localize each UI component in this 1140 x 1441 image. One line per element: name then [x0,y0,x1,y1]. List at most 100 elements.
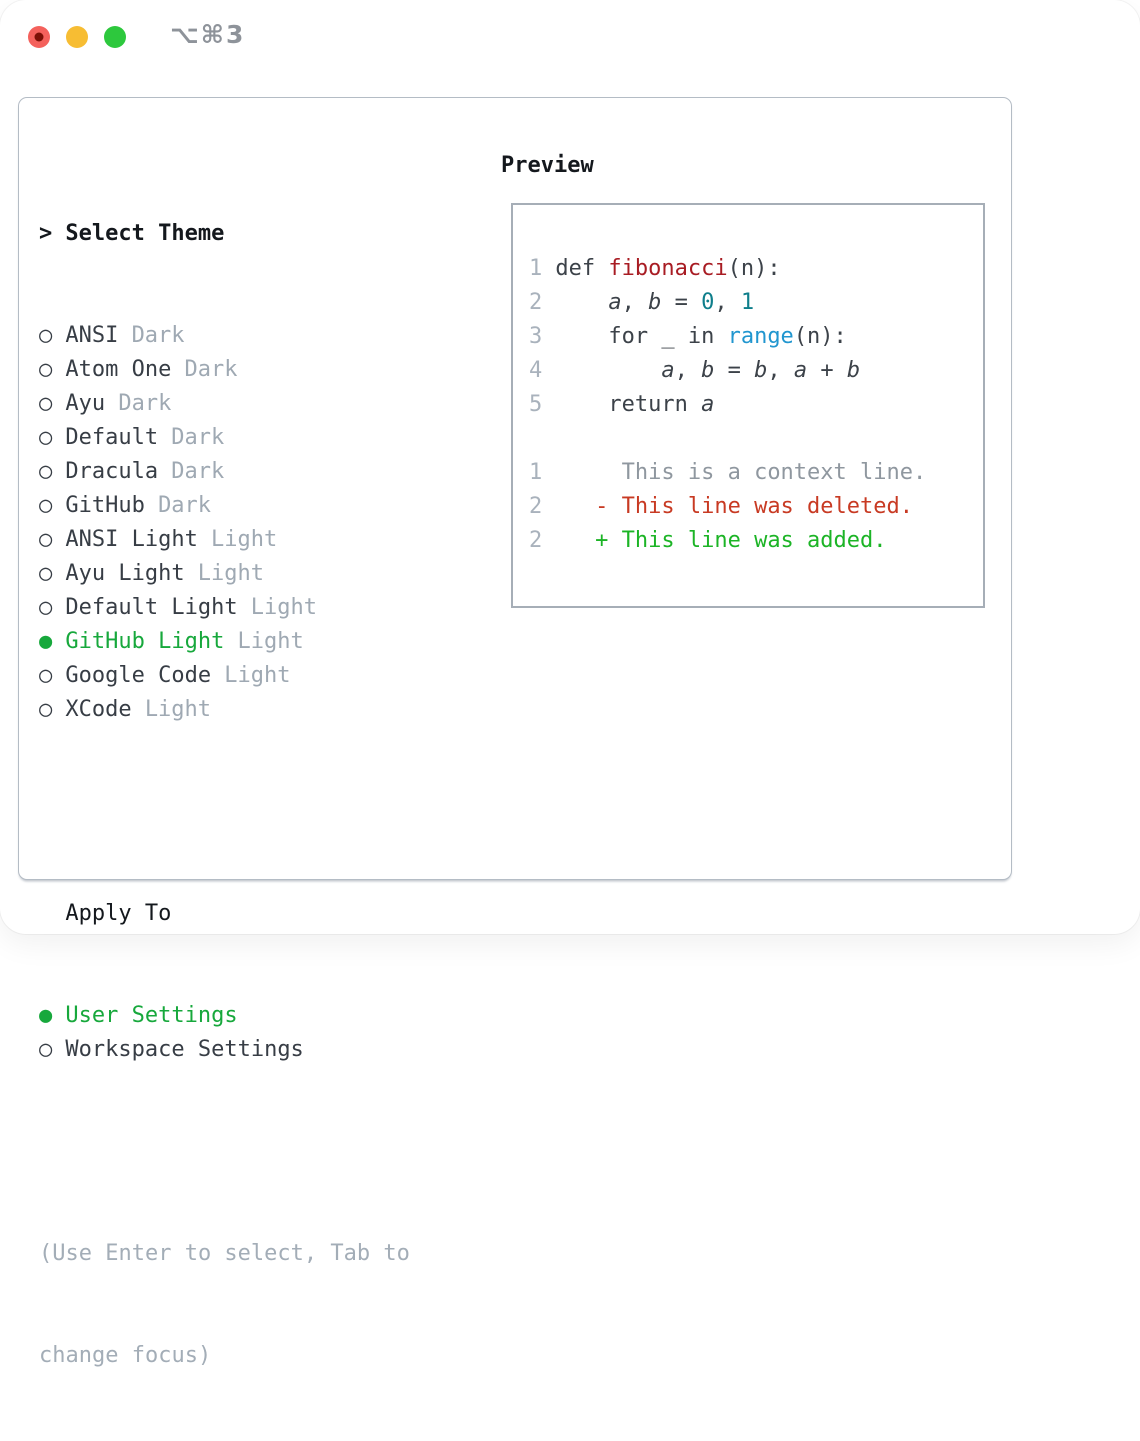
hint-line-1: (Use Enter to select, Tab to [39,1241,410,1266]
titlebar: ⌥⌘3 [0,0,1140,75]
radio-unselected-icon: ○ [39,595,53,620]
code-token: , [674,358,702,383]
radio-unselected-icon: ○ [39,663,53,688]
blank-line [529,422,983,456]
theme-variant-tag: Light [144,697,212,722]
apply-option-workspace-settings[interactable]: ○Workspace Settings [39,1033,410,1067]
code-token: b [754,358,768,383]
spacer [39,1135,410,1169]
code-line: 1 This is a context line. [529,456,983,490]
line-number: 2 [529,494,543,519]
radio-selected-icon: ● [39,629,53,654]
theme-name: Atom One [65,357,172,382]
radio-unselected-icon: ○ [39,527,53,552]
theme-name: Default [65,425,159,450]
theme-name: ANSI Light [65,527,198,552]
code-line: 2 + This line was added. [529,524,983,558]
radio-unselected-icon: ○ [39,391,53,416]
apply-option-user-settings[interactable]: ● User Settings [39,999,410,1033]
radio-unselected-icon: ○ [39,357,53,382]
code-token: b [846,358,861,383]
theme-option-xcode[interactable]: ○ XCode Light [39,693,410,727]
theme-name: GitHub [65,493,145,518]
theme-option-github-light[interactable]: ● GitHub Light Light [39,625,410,659]
close-button-dot [34,32,44,42]
theme-variant-tag: Dark [184,357,238,382]
line-number: 5 [529,392,543,417]
line-number: 4 [529,358,543,383]
theme-name: Google Code [65,663,212,688]
theme-name: Dracula [65,459,159,484]
window-shortcut-label: ⌥⌘3 [170,20,246,49]
code-token: fibonacci [608,256,728,281]
radio-unselected-icon: ○ [39,425,53,450]
theme-variant-tag: Light [211,527,278,552]
radio-unselected-icon: ○ [39,493,53,518]
theme-variant-tag: Dark [171,459,225,484]
theme-name: Ayu Light [65,561,185,586]
code-token: = [661,290,702,315]
code-line: 2 a, b = 0, 1 [529,286,983,320]
theme-option-ansi-light[interactable]: ○ ANSI Light Light [39,523,410,557]
radio-unselected-icon: ○ [39,697,53,722]
line-number: 1 [529,460,543,485]
code-token: (n): [793,324,847,349]
apply-option-name: Workspace Settings [65,1037,304,1062]
code-token: - This line was deleted. [555,494,914,519]
line-number: 2 [529,528,543,553]
code-token [555,358,661,383]
code-token: 0 [701,290,715,315]
hint-line-2: change focus) [39,1343,212,1368]
line-number: 1 [529,256,543,281]
close-button[interactable] [28,26,50,48]
traffic-lights [28,26,126,48]
minimize-button[interactable] [66,26,88,48]
theme-option-atom-one[interactable]: ○ Atom One Dark [39,353,410,387]
theme-option-google-code[interactable]: ○ Google Code Light [39,659,410,693]
theme-name: XCode [65,697,132,722]
code-token: a [661,358,675,383]
code-token: range [727,324,794,349]
code-token: (n): [727,256,781,281]
code-token: a [793,358,808,383]
code-token: def [555,256,609,281]
code-token: = [714,358,755,383]
code-line: 4 a, b = b, a + b [529,354,983,388]
code-token: , [714,290,741,315]
code-token: , [767,358,794,383]
code-token: 1 [740,290,755,315]
apply-option-name: User Settings [65,1003,238,1028]
preview-title: Preview [501,153,594,178]
code-line: 3 for _ in range(n): [529,320,983,354]
theme-variant-tag: Light [224,663,291,688]
theme-name: GitHub Light [65,629,225,654]
theme-option-default-light[interactable]: ○ Default Light Light [39,591,410,625]
theme-option-ayu-light[interactable]: ○ Ayu Light Light [39,557,410,591]
prompt-chevron-icon: > [39,221,53,246]
zoom-button[interactable] [104,26,126,48]
select-theme-title: Select Theme [65,221,225,246]
code-token [555,290,608,315]
theme-variant-tag: Light [237,629,304,654]
code-token: b [701,358,715,383]
radio-selected-icon: ● [39,1003,53,1028]
theme-name: Default Light [65,595,238,620]
code-token: b [648,290,662,315]
theme-variant-tag: Light [250,595,317,620]
theme-variant-tag: Light [197,561,265,586]
code-token: a [608,290,622,315]
code-token: a [701,392,715,417]
apply-to-list: ● User Settings ○Workspace Settings [39,999,410,1067]
radio-unselected-icon: ○ [39,561,53,586]
code-token: , [621,290,649,315]
code-line: 1 def fibonacci(n): [529,252,983,286]
